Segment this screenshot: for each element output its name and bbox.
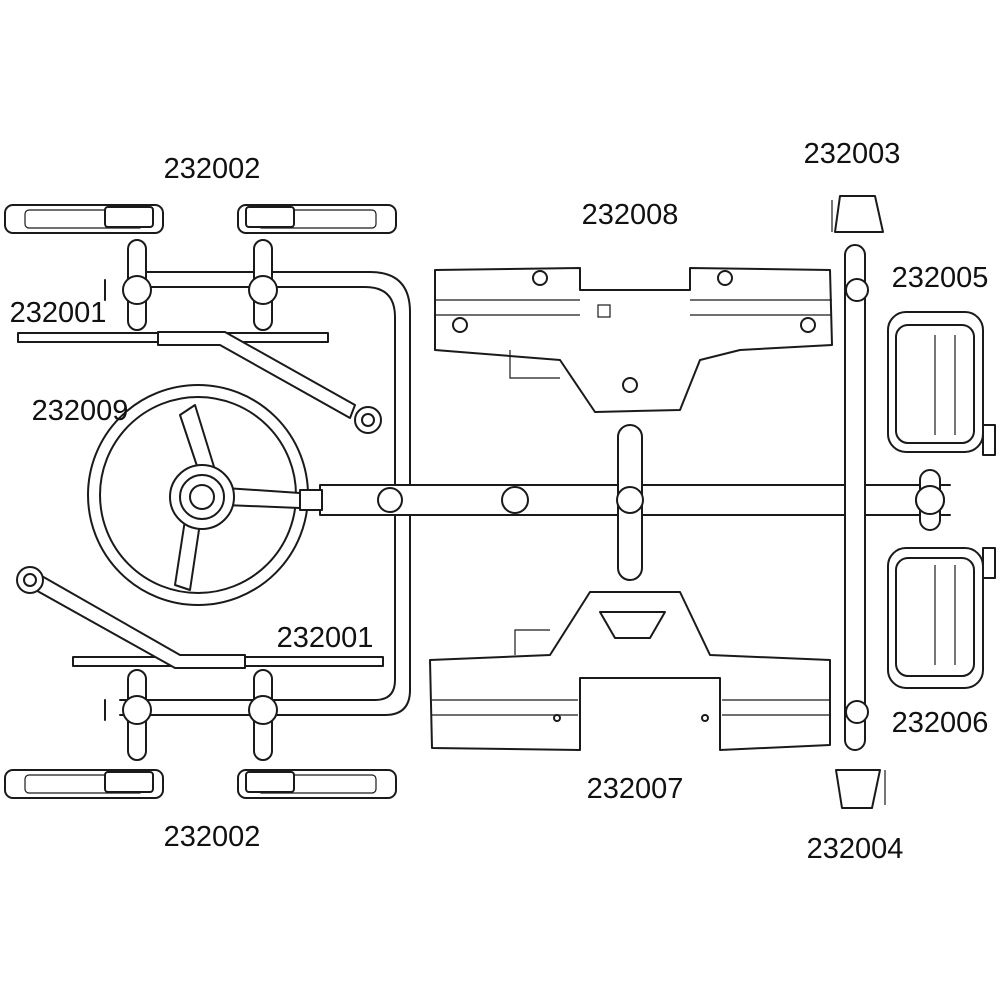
label-232007: 232007: [587, 773, 684, 805]
label-232001-bottom: 232001: [277, 622, 374, 654]
label-232008: 232008: [582, 199, 679, 231]
part-232004: [835, 769, 886, 809]
label-232005: 232005: [892, 262, 989, 294]
part-232003: [831, 195, 884, 233]
part-232001-wipers: [16, 331, 384, 669]
part-232002-handles: [4, 204, 397, 799]
part-232005: [887, 311, 996, 456]
label-232002-top: 232002: [164, 153, 261, 185]
label-232001-top: 232001: [10, 297, 107, 329]
part-232007: [429, 591, 831, 751]
part-232008: [434, 267, 833, 413]
label-232004: 232004: [807, 833, 904, 865]
label-232002-bottom: 232002: [164, 821, 261, 853]
sprue-frame: [104, 239, 951, 761]
part-232009-steering-wheel: [87, 384, 323, 606]
label-232009: 232009: [32, 395, 129, 427]
label-232006: 232006: [892, 707, 989, 739]
label-232003: 232003: [804, 138, 901, 170]
part-232006: [887, 547, 996, 689]
